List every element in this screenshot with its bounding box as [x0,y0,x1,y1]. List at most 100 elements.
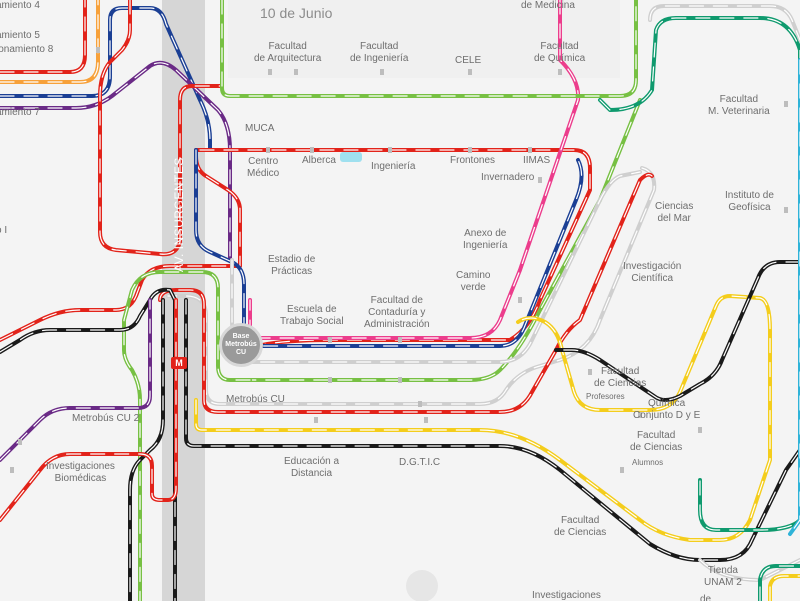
station-label-frac-5[interactable]: amiento 5 [0,30,40,41]
station-label-muca[interactable]: MUCA [245,123,275,134]
stop-marker[interactable] [468,147,472,153]
route-black-west[interactable] [0,287,177,601]
station-label-ciencias-profesores[interactable]: Facultad de Ciencias [594,366,647,389]
stop-marker[interactable] [18,439,22,445]
station-label-ingenieria[interactable]: Ingeniería [371,161,416,172]
station-label-trabajo-social[interactable]: Escuela de Trabajo Social [280,304,344,327]
stop-marker[interactable] [424,417,428,423]
route-gray-east-dash [649,5,800,41]
route-red-west-dash [0,0,86,73]
stop-marker[interactable] [528,147,532,153]
stop-marker[interactable] [96,47,100,53]
station-label-bottom-de[interactable]: de [700,594,712,601]
route-red-main-dash [0,149,591,361]
station-label-quimica[interactable]: Facultad de Química [534,41,586,64]
station-label-contaduria[interactable]: Facultad de Contaduría y Administración [364,295,430,330]
station-label-fraccionamiento-8[interactable]: ionamiento 8 [0,44,54,55]
route-black-main-dash [185,299,800,561]
station-label-ciencias-mar[interactable]: Ciencias del Mar [655,201,694,224]
station-label-metrobus-cu[interactable]: Metrobús CU [226,394,285,405]
station-label-frac-4[interactable]: amiento 4 [0,0,40,11]
station-label-frac-i[interactable]: o I [0,225,8,236]
station-label-cele[interactable]: CELE [455,55,482,66]
stop-marker[interactable] [468,69,472,75]
station-label-investigaciones-biomedicas[interactable]: Investigaciones Biomédicas [46,461,115,484]
route-black-far[interactable] [128,298,165,601]
route-cyan[interactable] [788,58,800,536]
route-yellow-bottom-dash [769,575,800,601]
stop-marker[interactable] [538,177,542,183]
route-pink-dash [249,0,579,339]
station-label-iimas[interactable]: IIMAS [523,155,551,166]
station-label-dgtic[interactable]: D.G.T.I.C [399,457,441,468]
route-teal-bottom-dash [759,565,800,601]
metro-station-badge[interactable]: M [171,357,187,369]
stop-marker[interactable] [698,427,702,433]
route-black-far-dash [129,299,164,601]
station-label-frontones[interactable]: Frontones [450,155,496,166]
stop-marker[interactable] [388,147,392,153]
stop-marker[interactable] [398,337,402,343]
station-label-alberca[interactable]: Alberca [302,155,336,166]
stop-marker[interactable] [310,147,314,153]
station-label-ingenieria-fac[interactable]: Facultad de Ingeniería [350,41,409,64]
metrobus-terminal-base-cu[interactable]: Base Metrobús CU [219,323,263,367]
station-label-anexo-ingenieria[interactable]: Anexo de Ingeniería [463,228,508,251]
station-label-centro-medico[interactable]: Centro Médico [247,156,280,179]
stop-marker[interactable] [558,69,562,75]
stop-marker[interactable] [314,417,318,423]
landmark-circle [406,570,438,601]
alberca-pool [340,152,362,162]
stop-marker[interactable] [268,69,272,75]
station-label-veterinaria[interactable]: Facultad M. Veterinaria [708,94,770,117]
route-red-lower-dash [159,174,653,413]
stop-marker[interactable] [398,377,402,383]
stop-marker[interactable] [784,101,788,107]
route-yellow-bottom[interactable] [768,574,800,601]
station-label-tienda-unam[interactable]: Tienda UNAM 2 [704,565,742,588]
stop-marker[interactable] [638,412,642,418]
station-label-quimica-conjunto[interactable]: Química Conjunto D y E [633,398,701,421]
station-label-facultad-ciencias[interactable]: Facultad de Ciencias [554,515,607,538]
sublabel-alumnos: Alumnos [632,458,664,467]
stop-marker[interactable] [620,467,624,473]
area-label-10-de-junio: 10 de Junio [260,5,333,21]
route-green-loop-dash [221,0,637,97]
route-red-sw-dash [0,299,177,521]
route-purple-sw[interactable] [0,298,152,462]
station-label-medicina[interactable]: de Medicina [521,0,575,11]
stop-marker[interactable] [266,147,270,153]
station-label-estadio-practicas[interactable]: Estadio de Prácticas [268,254,316,277]
stop-marker[interactable] [328,337,332,343]
station-label-investigaciones-bottom[interactable]: Investigaciones [532,590,601,601]
station-label-geofisica[interactable]: Instituto de Geofísica [725,190,774,213]
stop-marker[interactable] [518,297,522,303]
station-label-arquitectura[interactable]: Facultad de Arquitectura [254,41,322,64]
station-label-ciencias-alumnos[interactable]: Facultad de Ciencias [630,430,683,453]
route-gray-inner-dash [231,171,641,363]
stop-marker[interactable] [784,207,788,213]
stop-marker[interactable] [418,401,422,407]
stop-marker[interactable] [10,467,14,473]
station-label-educacion-distancia[interactable]: Educación a Distancia [284,456,340,479]
station-label-camino-verde[interactable]: Camino verde [456,270,491,293]
route-orange-west-dash [0,0,99,83]
station-label-metrobus-cu-2[interactable]: Metrobús CU 2 [72,413,140,424]
sublabel-profesores: Profesores [586,392,625,401]
campus-block-top [228,0,620,78]
station-label-frac-7[interactable]: amiento 7 [0,107,40,118]
route-navy-west-dash [0,7,211,151]
stop-marker[interactable] [380,69,384,75]
route-green-west-dash [123,271,251,601]
stop-marker[interactable] [294,69,298,75]
stop-marker[interactable] [328,377,332,383]
station-label-investigacion-cientifica[interactable]: Investigación Científica [623,261,682,284]
street-label-insurgentes: AV. INSURGENTES [172,157,186,272]
stop-marker[interactable] [588,369,592,375]
route-black-east-dash [555,261,800,401]
route-red-loop-dash [99,0,221,255]
station-label-invernadero[interactable]: Invernadero [481,172,535,183]
route-teal-dash [599,17,800,531]
